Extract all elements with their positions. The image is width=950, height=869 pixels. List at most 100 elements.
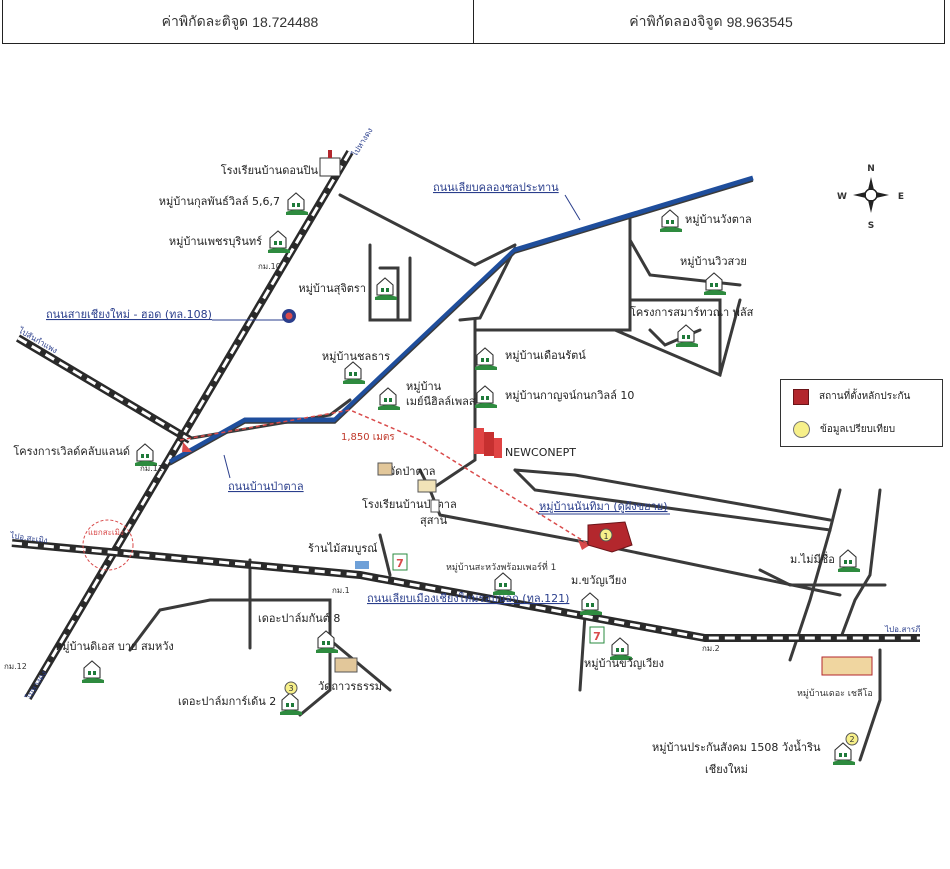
seven-eleven-icon: 7 bbox=[589, 626, 605, 644]
label-khwan-wiang-short: ม.ขวัญเวียง bbox=[571, 574, 627, 587]
svg-text:7: 7 bbox=[593, 630, 601, 643]
coordinate-header: ค่าพิกัดละติจูด 18.724488 ค่าพิกัดลองจิจ… bbox=[2, 0, 945, 44]
label-canal-road: ถนนเลียบคลองชลประทาน bbox=[433, 181, 559, 194]
highway-108 bbox=[24, 149, 354, 701]
village-icon bbox=[675, 324, 699, 348]
label-distance: 1,850 เมตร bbox=[341, 432, 395, 443]
village-icon bbox=[134, 443, 158, 467]
longitude-label: ค่าพิกัดลองจิจูด bbox=[629, 12, 723, 29]
village-icon bbox=[579, 592, 603, 616]
label-world-club: โครงการเวิลด์คลับแลนด์ bbox=[13, 444, 130, 458]
temple-icon bbox=[377, 462, 393, 476]
comparable-number: 2 bbox=[849, 735, 854, 744]
comparable-number: 3 bbox=[288, 684, 293, 693]
label-palm-garden2: เดอะปาล์มการ์เด้น 2 bbox=[178, 695, 276, 708]
village-icon bbox=[474, 385, 498, 409]
map-legend: สถานที่ตั้งหลักประกัน ข้อมูลเปรียบเทียบ bbox=[780, 379, 943, 447]
junction-circle bbox=[82, 519, 134, 571]
label-school-don-pin: โรงเรียนบ้านดอนปิน bbox=[221, 163, 319, 177]
subject-square-icon bbox=[793, 388, 809, 405]
edge-bottom-left: ไปหางดง bbox=[24, 669, 49, 702]
label-khwan-wiang: หมู่บ้านขวัญเวียง bbox=[584, 657, 664, 670]
label-chontharn: หมู่บ้านชลธาร bbox=[322, 350, 390, 363]
label-km12: กม.12 bbox=[4, 662, 27, 671]
edge-top: ไปหางดง bbox=[350, 126, 375, 159]
ring-road-121 bbox=[11, 539, 920, 642]
compass-s: S bbox=[868, 221, 874, 231]
building-icon bbox=[474, 428, 502, 458]
latitude-cell: ค่าพิกัดละติจูด 18.724488 bbox=[3, 0, 473, 43]
label-km10: กม.10 bbox=[258, 262, 281, 271]
label-highway-108: ถนนสายเชียงใหม่ - ฮอด (ทล.108) bbox=[46, 308, 212, 321]
village-icon bbox=[81, 660, 105, 684]
village-icon bbox=[832, 742, 856, 766]
village-icon bbox=[342, 361, 366, 385]
label-ring-road: ถนนเลียบเมืองเชียงใหม่รอบนอก (ทล.121) bbox=[367, 592, 569, 605]
label-tsb: หมู่บ้านดิเอส บาย สมหวัง bbox=[55, 640, 174, 653]
label-plant-shop: ร้านไม้สมบูรณ์ bbox=[308, 542, 377, 555]
comparable-circle-icon bbox=[793, 421, 810, 438]
comparable-marker: 3 bbox=[284, 681, 298, 695]
local-roads bbox=[128, 193, 887, 762]
longitude-cell: ค่าพิกัดลองจิจูด 98.963545 bbox=[473, 0, 944, 43]
village-sign-icon bbox=[821, 656, 873, 676]
label-kanchanakorn: หมู่บ้านกาญจน์กนกวิลล์ 10 bbox=[505, 389, 634, 402]
label-sawang: หมู่บ้านสะหวังพร้อมเพอร์ที่ 1 bbox=[446, 560, 556, 573]
village-icon bbox=[377, 387, 401, 411]
gas-station-icon bbox=[282, 309, 296, 323]
canal-road bbox=[168, 175, 754, 465]
svg-text:7: 7 bbox=[396, 557, 404, 570]
label-sso1: หมู่บ้านประกันสังคม 1508 วังน้ำริน bbox=[652, 739, 821, 754]
edge-right: ไปอ.สารภี bbox=[884, 625, 920, 634]
label-nanthima: หมู่บ้านนันทิมา (ดูผังขยาย) bbox=[539, 500, 668, 513]
label-wat-pa-tan: วัดป่าตาล bbox=[389, 465, 436, 478]
compass-icon: N S W E bbox=[837, 164, 904, 231]
label-suchitra: หมู่บ้านสุจิตรา bbox=[298, 282, 366, 295]
label-duean-rat: หมู่บ้านเดือนรัตน์ bbox=[505, 349, 586, 362]
village-icon bbox=[659, 209, 683, 233]
route-line bbox=[179, 409, 591, 546]
village-icon bbox=[492, 572, 516, 596]
village-icon bbox=[474, 347, 498, 371]
cemetery-icon bbox=[430, 499, 440, 513]
label-the-palm8: เดอะปาล์มกันต์ 8 bbox=[258, 612, 340, 625]
label-wiw-suay: หมู่บ้านวิวสวย bbox=[680, 255, 747, 268]
edge-junction: แยกสะเมิง bbox=[88, 528, 124, 537]
latitude-label: ค่าพิกัดละติจูด bbox=[161, 12, 249, 29]
label-mayfair-1: หมู่บ้าน bbox=[406, 380, 442, 393]
label-km1: กม.1 bbox=[332, 586, 350, 595]
comparable-marker: 2 bbox=[845, 732, 859, 746]
label-the-cello: หมู่บ้านเดอะ เชลีโอ bbox=[797, 688, 873, 699]
latitude-value: 18.724488 bbox=[252, 13, 319, 30]
label-wat-dao: วัดถาวรธรรม bbox=[318, 680, 382, 693]
label-petchburin: หมู่บ้านเพชรบุรินทร์ bbox=[169, 235, 262, 248]
label-km2: กม.2 bbox=[702, 644, 720, 653]
legend-row-subject: สถานที่ตั้งหลักประกัน bbox=[781, 380, 942, 413]
village-icon bbox=[374, 277, 398, 301]
compass-n: N bbox=[867, 164, 875, 174]
legend-comparable-label: ข้อมูลเปรียบเทียบ bbox=[820, 424, 896, 435]
label-smart-plus: โครงการสมาร์ทวณา พลัส bbox=[630, 305, 754, 319]
subject-marker: 1 bbox=[587, 521, 633, 553]
school-icon bbox=[319, 150, 341, 177]
village-icon bbox=[837, 549, 861, 573]
label-mayfair-2: เมย์นีฮิลล์เพลส bbox=[406, 395, 476, 408]
school-icon bbox=[417, 479, 437, 493]
label-cemetery: สุสาน bbox=[420, 514, 448, 527]
label-kulphan: หมู่บ้านกุลพันธ์วิลล์ 5,6,7 bbox=[159, 195, 280, 208]
village-icon bbox=[267, 230, 291, 254]
longitude-value: 98.963545 bbox=[726, 13, 793, 30]
label-km11: กม.11 bbox=[140, 464, 163, 473]
label-wang-tan: หมู่บ้านวังตาล bbox=[685, 213, 752, 226]
road-to-san-kamphaeng bbox=[15, 334, 193, 444]
village-icon bbox=[285, 192, 309, 216]
village-icon bbox=[279, 692, 303, 716]
shop-icon bbox=[355, 561, 369, 569]
subject-number: 1 bbox=[603, 532, 608, 541]
legend-subject-label: สถานที่ตั้งหลักประกัน bbox=[819, 391, 911, 402]
temple-icon bbox=[334, 657, 358, 673]
label-ban-pa-tan: ถนนบ้านป่าตาล bbox=[228, 480, 304, 493]
label-sso2: เชียงใหม่ bbox=[705, 763, 748, 776]
legend-row-comparable: ข้อมูลเปรียบเทียบ bbox=[781, 413, 942, 446]
